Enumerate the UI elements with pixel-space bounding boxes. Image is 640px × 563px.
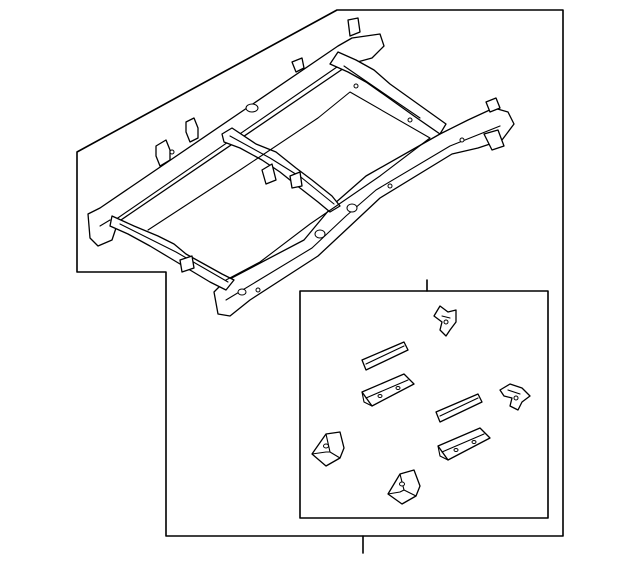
frame-mount-tab-9 [179,255,195,273]
frame-mount-tab-5 [485,97,501,113]
frame-front-crossmember [109,215,235,291]
plate-lower [435,393,483,423]
assembly-border [76,9,564,537]
frame-mount-tab-3 [291,57,305,73]
frame-mount-tab-1 [155,139,171,167]
rail-insert-right [437,427,491,461]
mount-block-left [311,431,345,467]
frame-inner-outline [147,91,431,281]
frame-assembly [87,17,515,317]
bracket-kit [311,305,531,505]
bracket-kit-box [299,290,549,519]
frame-mount-tab-6 [483,129,505,151]
frame-mount-tab-4 [347,17,361,37]
frame-rear-crossmember [329,51,447,135]
bracket-side [499,383,531,411]
frame-mount-tab-7 [261,163,277,185]
frame-mid-crossmember [221,127,341,213]
frame-mount-tab-2 [185,117,199,143]
frame-mount-tab-8 [289,171,303,189]
rail-insert-left [361,373,415,407]
bracket-upright [433,305,457,337]
mount-block-right [387,469,421,505]
plate-upper [361,341,409,371]
frame-right-rail [213,107,515,317]
